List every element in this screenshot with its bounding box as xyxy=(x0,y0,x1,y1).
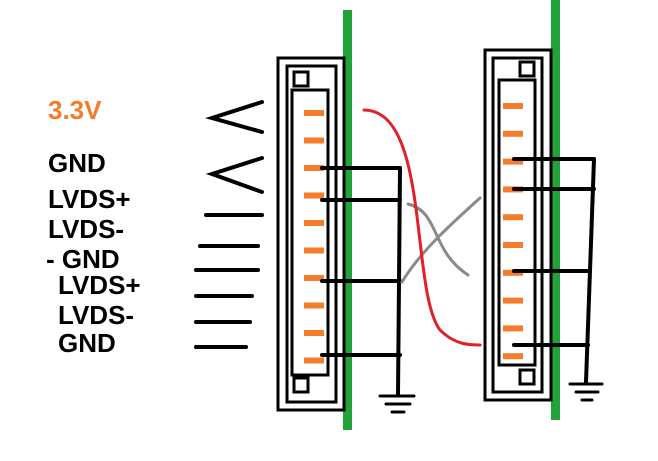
right-ground-wires xyxy=(512,157,596,384)
connector-pin xyxy=(503,158,523,165)
connector-pin xyxy=(503,214,523,221)
pointer-chevron-vcc xyxy=(205,100,264,134)
connector-housing xyxy=(483,48,553,402)
label-lvds-n-2: LVDS- xyxy=(58,300,135,330)
connector-pin xyxy=(304,220,324,226)
pcb-edge-left xyxy=(343,10,352,430)
right-connector xyxy=(483,48,553,402)
label-vcc: 3.3V xyxy=(48,95,102,125)
connector-pin xyxy=(304,357,324,364)
connector-pin xyxy=(304,165,324,171)
left-connector xyxy=(276,56,346,412)
connector-pin xyxy=(503,325,523,332)
connector-pin xyxy=(503,353,523,360)
connector-pin xyxy=(503,242,523,248)
ground-bus-right xyxy=(584,157,596,384)
connector-inner-frame xyxy=(491,56,544,394)
connector-pin xyxy=(304,247,324,254)
connector-slot xyxy=(497,78,537,367)
label-lvds-n-1: LVDS- xyxy=(48,214,125,244)
connector-pin xyxy=(304,275,324,281)
connector-pin xyxy=(503,297,523,304)
connector-top-latch xyxy=(518,60,536,78)
ground-bus-left xyxy=(396,166,402,397)
pointer-chevron-gnd xyxy=(205,156,264,194)
connector-housing xyxy=(276,56,346,412)
connector-bottom-latch xyxy=(292,376,310,394)
label-gnd-2: - GND xyxy=(46,244,120,274)
label-gnd-1: GND xyxy=(48,148,106,178)
connector-inner-frame xyxy=(285,64,338,404)
label-lvds-p-2: LVDS+ xyxy=(58,270,141,300)
pcb-edge-right xyxy=(551,0,560,420)
label-pointers xyxy=(194,100,264,349)
connector-pin xyxy=(503,103,523,109)
connector-pin xyxy=(304,302,324,309)
left-ground-wires xyxy=(320,166,402,397)
crossed-lvds-wires xyxy=(400,196,482,284)
connector-top-latch xyxy=(292,70,310,88)
connector-pin xyxy=(304,137,324,144)
power-wire xyxy=(362,108,482,347)
ground-symbol-icon xyxy=(568,382,604,402)
crossed-wire-b xyxy=(400,196,482,284)
connector-pin xyxy=(304,192,324,199)
connector-slot xyxy=(290,88,330,377)
connector-pin xyxy=(304,110,324,116)
label-lvds-p-1: LVDS+ xyxy=(48,184,131,214)
label-gnd-3: GND xyxy=(58,328,116,358)
left-connector-pins xyxy=(304,110,324,364)
connector-bottom-latch xyxy=(518,368,536,386)
connector-pin xyxy=(503,269,523,276)
connector-pin xyxy=(304,330,324,336)
connector-pin xyxy=(503,130,523,137)
ground-symbol-icon xyxy=(378,394,416,414)
right-connector-pins xyxy=(503,103,523,360)
